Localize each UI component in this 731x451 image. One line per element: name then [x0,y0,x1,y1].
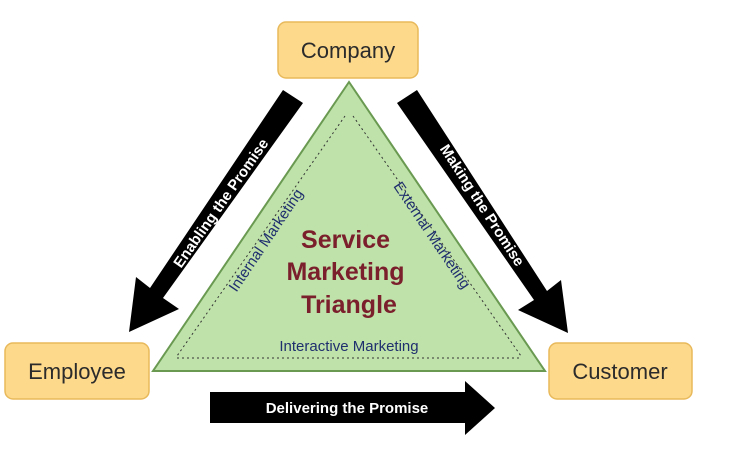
triangle-title: Service Marketing Triangle [286,226,411,319]
delivering-arrow-label: Delivering the Promise [266,400,429,417]
enabling-arrow [129,90,303,332]
interactive-marketing-label: Interactive Marketing [279,338,418,355]
external-guide-line [352,115,522,357]
employee-label: Employee [28,359,126,384]
internal-guide-line [176,115,346,357]
company-box [277,21,419,79]
making-arrow [397,90,568,333]
delivering-arrow [210,381,495,435]
company-label: Company [301,38,395,63]
triangle-shape [151,80,547,372]
employee-box [4,342,150,400]
customer-box [548,342,693,400]
triangle-title-line-2: Marketing [286,258,404,286]
customer-label: Customer [572,359,667,384]
triangle-title-line-1: Service [301,226,390,254]
triangle-title-line-3: Triangle [301,291,397,319]
